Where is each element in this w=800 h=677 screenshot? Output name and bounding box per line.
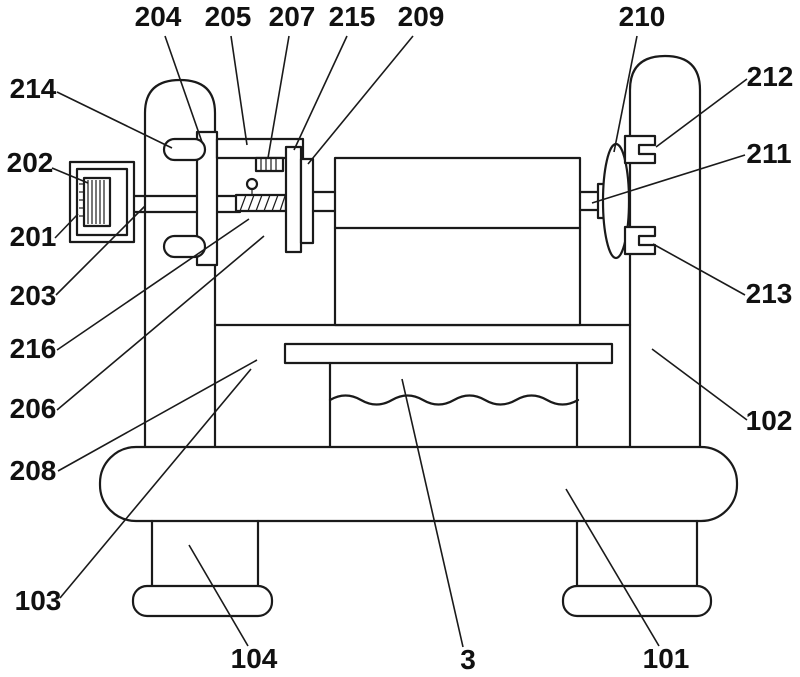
leader-103 bbox=[59, 368, 252, 599]
gearbox bbox=[68, 160, 136, 244]
bracket-212 bbox=[623, 134, 657, 165]
label-201: 201 bbox=[10, 221, 57, 252]
leader-104 bbox=[188, 544, 249, 647]
work-table bbox=[283, 342, 614, 449]
right-end-assembly bbox=[578, 134, 657, 260]
reference-labels: 204 205 207 215 209 210 214 202 201 203 … bbox=[7, 1, 794, 675]
label-216: 216 bbox=[10, 333, 57, 364]
leader-210 bbox=[613, 35, 638, 153]
bracket-213 bbox=[623, 225, 657, 256]
leader-211 bbox=[591, 154, 746, 204]
leader-3 bbox=[401, 378, 464, 648]
label-102: 102 bbox=[746, 405, 793, 436]
machine-base bbox=[98, 445, 739, 523]
label-104: 104 bbox=[231, 643, 278, 674]
label-204: 204 bbox=[135, 1, 182, 32]
leader-101 bbox=[565, 488, 660, 647]
screw-hatch bbox=[239, 194, 286, 212]
label-103: 103 bbox=[15, 585, 62, 616]
left-foot-pad bbox=[131, 584, 274, 618]
leader-204 bbox=[164, 35, 203, 143]
clamp-assembly bbox=[162, 130, 337, 267]
slide-plate bbox=[283, 342, 614, 365]
roller-drum bbox=[333, 156, 582, 327]
leader-102 bbox=[651, 348, 748, 421]
leader-207 bbox=[267, 35, 290, 159]
label-205: 205 bbox=[205, 1, 252, 32]
label-3: 3 bbox=[460, 644, 476, 675]
right-foot-pad bbox=[561, 584, 713, 618]
label-214: 214 bbox=[10, 73, 57, 104]
leader-lines bbox=[51, 35, 748, 648]
leader-215 bbox=[293, 35, 348, 151]
leader-212 bbox=[655, 78, 748, 148]
plate-209 bbox=[299, 157, 315, 245]
label-203: 203 bbox=[10, 280, 57, 311]
gear-hatch bbox=[79, 180, 105, 224]
label-215: 215 bbox=[329, 1, 376, 32]
clamp-spine bbox=[195, 130, 219, 267]
leader-216 bbox=[56, 218, 250, 351]
leader-206 bbox=[56, 235, 265, 411]
plate-215 bbox=[284, 145, 303, 254]
knurled-nut bbox=[254, 156, 285, 173]
leader-209 bbox=[307, 35, 414, 165]
material-wave bbox=[328, 394, 580, 406]
label-207: 207 bbox=[269, 1, 316, 32]
label-211: 211 bbox=[746, 138, 791, 169]
leader-208 bbox=[57, 359, 258, 472]
leader-202 bbox=[51, 167, 89, 184]
base-assembly bbox=[98, 445, 739, 618]
leader-203 bbox=[55, 205, 146, 296]
label-210: 210 bbox=[619, 1, 666, 32]
label-208: 208 bbox=[10, 455, 57, 486]
right-post bbox=[628, 54, 702, 449]
label-212: 212 bbox=[747, 61, 794, 92]
label-213: 213 bbox=[746, 278, 793, 309]
adjust-knob bbox=[245, 177, 259, 191]
leader-213 bbox=[652, 243, 746, 296]
label-206: 206 bbox=[10, 393, 57, 424]
leader-214 bbox=[56, 91, 173, 149]
label-101: 101 bbox=[643, 643, 690, 674]
roller-assembly bbox=[333, 156, 582, 327]
clamp-upper-finger bbox=[162, 137, 207, 162]
gearbox-inner bbox=[75, 167, 129, 237]
leader-205 bbox=[230, 35, 248, 146]
leader-201 bbox=[54, 213, 79, 239]
label-209: 209 bbox=[398, 1, 445, 32]
label-202: 202 bbox=[7, 147, 54, 178]
clamp-lower-finger bbox=[162, 234, 207, 259]
nut-hatch bbox=[260, 159, 277, 170]
